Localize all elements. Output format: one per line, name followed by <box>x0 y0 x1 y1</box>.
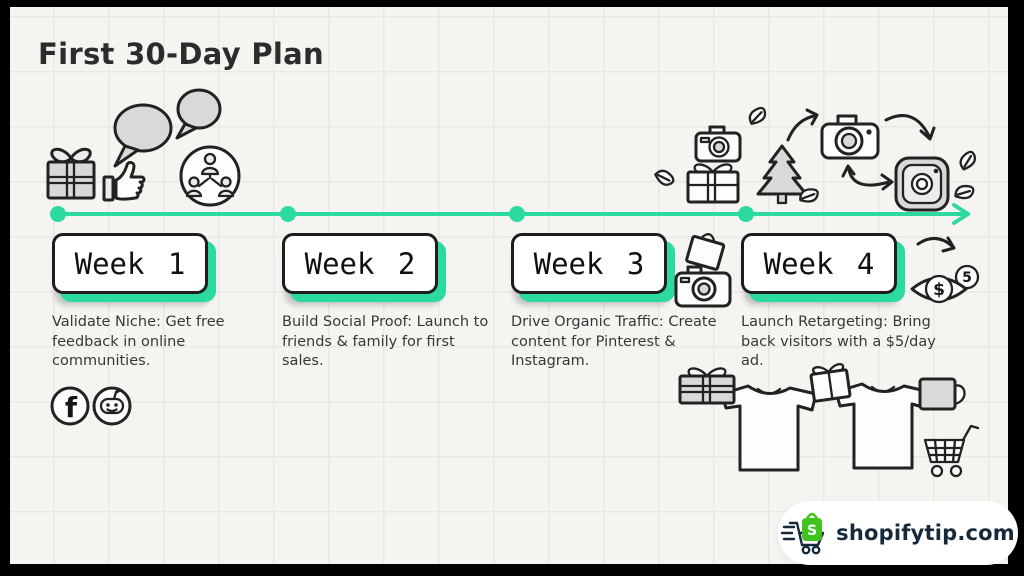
timeline <box>50 203 970 225</box>
week-3-description: Drive Organic Traffic: Create content fo… <box>511 314 717 369</box>
eye-dollar-icon: $ <box>910 274 968 304</box>
week-3-label: Week 3 <box>533 246 645 281</box>
camera-icon <box>694 125 742 163</box>
curved-arrow-down-icon <box>916 236 956 253</box>
week-3-card: Week 3 <box>511 233 667 294</box>
brand-site-text: shopifytip.com <box>836 521 1015 545</box>
shopping-cart-icon <box>923 424 980 478</box>
curved-arrow-right-icon <box>884 114 936 141</box>
pine-tree-icon <box>756 144 808 205</box>
week-4-card: Week 4 <box>741 233 897 294</box>
leaf-icon <box>748 106 767 125</box>
shopping-bag-icon <box>685 233 726 271</box>
week-1-card: Week 1 <box>52 233 208 294</box>
speech-bubble-large-icon <box>113 103 173 168</box>
svg-text:f: f <box>65 391 78 424</box>
speech-bubble-small-icon <box>175 88 222 140</box>
week1-social-icons: f <box>50 386 132 426</box>
gift-icon <box>46 147 96 200</box>
shopify-bag-icon: S <box>802 512 823 541</box>
week34-icon-cluster <box>654 106 977 212</box>
timeline-dot-week-1 <box>50 206 66 222</box>
worksheet-background: First 30-Day Plan <box>10 7 1018 565</box>
cycle-arrow-icon <box>841 164 894 191</box>
timeline-arrow-icon <box>952 203 970 225</box>
week-2-card: Week 2 <box>282 233 438 294</box>
week-2-description: Build Social Proof: Launch to friends & … <box>282 314 489 369</box>
leaf-icon <box>654 169 675 186</box>
gift-icon <box>686 163 740 204</box>
instagram-icon <box>894 156 950 212</box>
brand-logo: S <box>780 512 825 555</box>
week-1-description: Validate Niche: Get free feedback in onl… <box>52 314 225 369</box>
leaf-icon <box>959 150 977 171</box>
camera-icon <box>674 265 732 308</box>
timeline-dot-week-4 <box>738 206 754 222</box>
week-4-description: Launch Retargeting: Bring back visitors … <box>741 314 936 369</box>
tshirt-icon <box>834 382 932 470</box>
retargeting-cluster: 5 $ <box>910 236 980 304</box>
gift-small-icon <box>809 362 852 403</box>
week-2-label: Week 2 <box>304 246 416 281</box>
svg-text:S: S <box>807 523 817 539</box>
svg-text:5: 5 <box>962 270 972 286</box>
timeline-dot-week-3 <box>509 206 525 222</box>
reddit-icon <box>92 386 132 426</box>
leaf-icon <box>799 188 819 203</box>
mug-icon <box>918 377 966 411</box>
camera-large-icon <box>820 114 880 160</box>
leaf-icon <box>954 184 975 200</box>
branding-pill[interactable]: S shopifytip.com <box>778 501 1018 565</box>
svg-text:$: $ <box>933 280 945 300</box>
bag-camera-cluster <box>674 233 732 308</box>
tshirt-icon <box>720 384 818 472</box>
week-1-label: Week 1 <box>74 246 186 281</box>
facebook-icon: f <box>50 386 90 426</box>
community-network-icon <box>179 145 241 207</box>
curved-arrow-up-icon <box>786 108 819 142</box>
thumbs-up-icon <box>102 161 146 202</box>
week-4-label: Week 4 <box>763 246 875 281</box>
week1-icon-cluster <box>46 88 241 207</box>
products-illustration <box>678 362 980 478</box>
timeline-dot-week-2 <box>280 206 296 222</box>
page-title: First 30-Day Plan <box>38 37 324 71</box>
gift-icon <box>678 367 736 405</box>
